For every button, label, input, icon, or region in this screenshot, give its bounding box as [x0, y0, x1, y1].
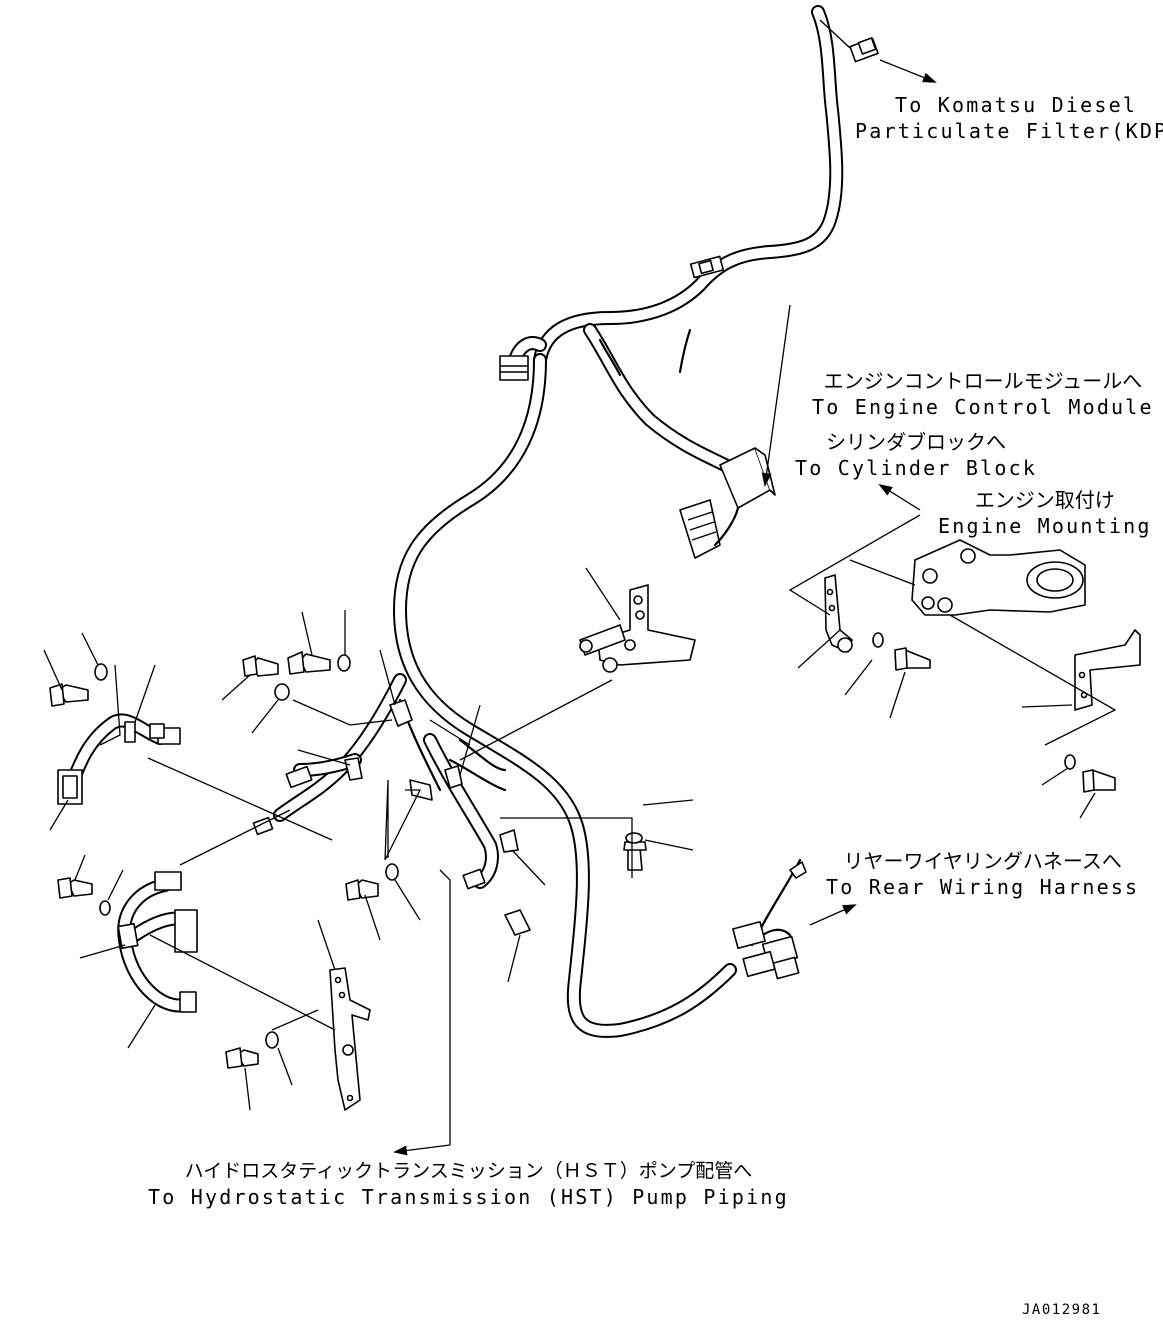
label-rear-harness-jp: リヤーワイヤリングハネースへ — [843, 849, 1122, 873]
kdpf-connector — [819, 19, 879, 63]
bolt — [623, 841, 647, 871]
upper-left-sensor — [57, 713, 181, 805]
label-rear-harness-en: To Rear Wiring Harness — [826, 875, 1140, 899]
label-rear-harness: リヤーワイヤリングハネースへ To Rear Wiring Harness — [826, 848, 1139, 900]
label-cylinder-block: シリンダブロックへ To Cylinder Block — [795, 429, 1037, 481]
left-top-connector — [499, 355, 529, 381]
bolt — [242, 655, 279, 677]
bolt — [1082, 769, 1116, 793]
small-bracket-right — [1074, 629, 1141, 711]
small-bracket-left — [824, 574, 853, 653]
middle-connector — [252, 765, 486, 890]
rear-connector — [732, 858, 807, 980]
bolt — [287, 651, 331, 675]
engine-mount — [911, 539, 1086, 616]
label-kdpf: To Komatsu Diesel Particulate Filter(KDP… — [855, 92, 1163, 144]
label-engine-mounting: エンジン取付け Engine Mounting — [938, 487, 1152, 539]
label-kdpf-line1: To Komatsu Diesel — [895, 93, 1138, 117]
washer — [337, 654, 351, 672]
label-kdpf-line2: Particulate Filter(KDPF) — [855, 119, 1163, 143]
label-cylinder-block-jp: シリンダブロックへ — [826, 430, 1007, 454]
bolt — [225, 1047, 259, 1069]
washer — [99, 900, 111, 916]
washer — [625, 832, 643, 844]
drawing-code: JA012981 — [1022, 1302, 1102, 1318]
label-engine-mounting-en: Engine Mounting — [938, 514, 1152, 538]
bolt — [49, 683, 89, 707]
leader-lines — [43, 59, 1117, 1156]
ecm-connector — [679, 447, 776, 559]
label-hst-jp: ハイドロスタティックトランスミッション（ＨＳＴ）ポンプ配管へ — [184, 1160, 753, 1182]
label-hst: ハイドロスタティックトランスミッション（ＨＳＴ）ポンプ配管へ To Hydros… — [148, 1158, 789, 1210]
bolt — [345, 879, 379, 901]
washer — [1064, 754, 1076, 770]
bolt — [57, 877, 93, 899]
label-ecm: エンジンコントロールモジュールへ To Engine Control Modul… — [812, 368, 1154, 420]
washer — [385, 863, 399, 881]
washer — [265, 1031, 279, 1049]
label-hst-en: To Hydrostatic Transmission (HST) Pump P… — [148, 1185, 789, 1209]
label-ecm-en: To Engine Control Module — [812, 395, 1154, 419]
label-ecm-jp: エンジンコントロールモジュールへ — [823, 369, 1143, 393]
main-harness — [273, 5, 844, 1038]
center-bracket — [579, 584, 696, 673]
label-cylinder-block-en: To Cylinder Block — [795, 456, 1038, 480]
washer — [274, 683, 290, 701]
lower-left-sensor — [117, 871, 198, 1013]
washer — [872, 632, 884, 648]
washer — [94, 663, 108, 681]
bolt — [894, 647, 931, 671]
lower-bracket — [329, 967, 371, 1111]
intermediate-connector — [689, 255, 725, 279]
clamp — [344, 699, 531, 936]
label-engine-mounting-jp: エンジン取付け — [974, 488, 1115, 512]
